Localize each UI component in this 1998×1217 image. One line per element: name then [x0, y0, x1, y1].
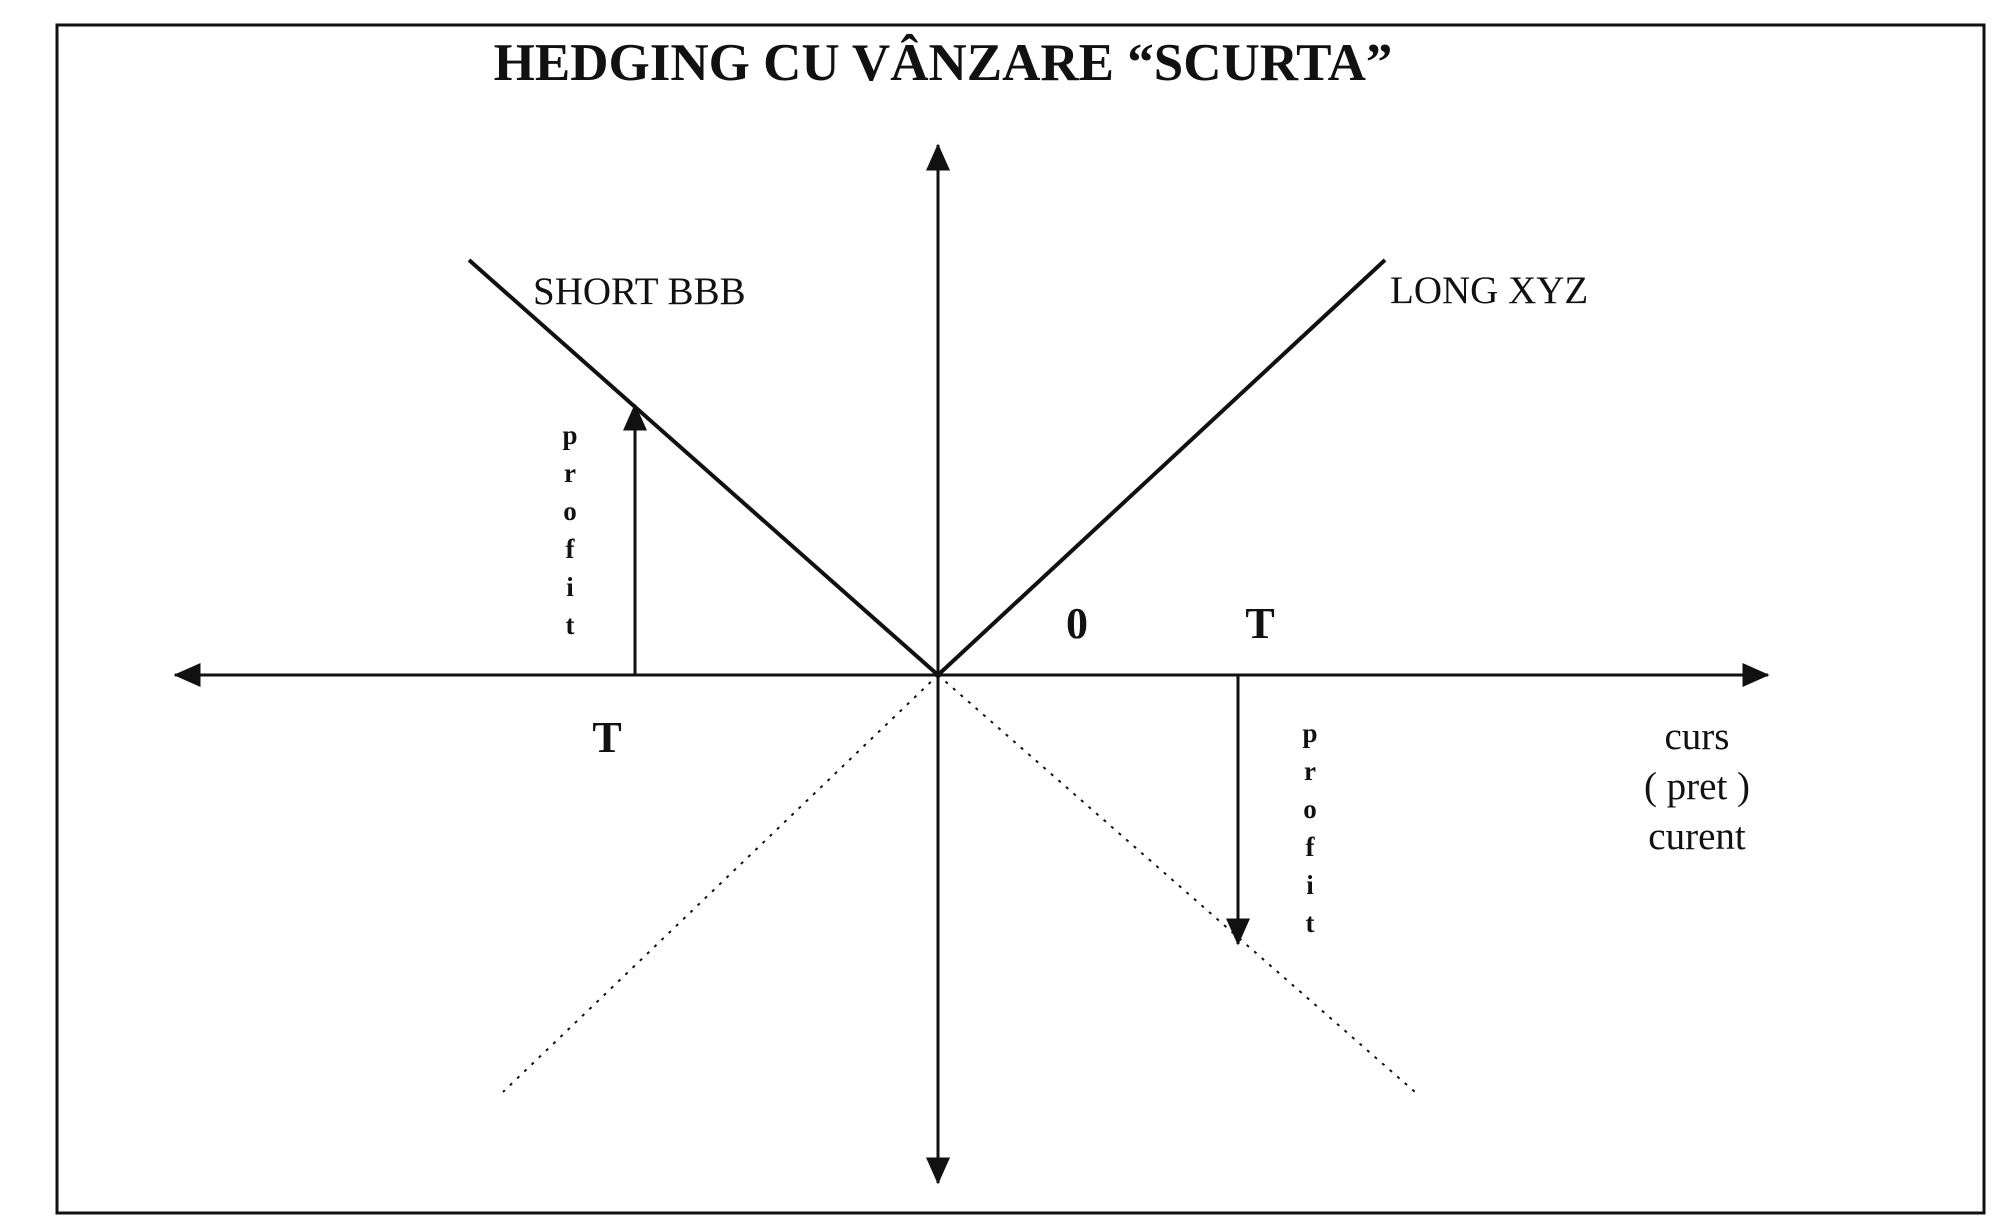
dotted-right-extension — [937, 674, 1416, 1093]
right-profit-label: p r o f i t — [1302, 718, 1317, 938]
diagram-frame — [55, 23, 1986, 1215]
left-profit-letter: o — [563, 496, 577, 526]
x-axis-label-line2: ( pret ) — [1644, 765, 1750, 808]
long-xyz-label: LONG XYZ — [1390, 269, 1588, 312]
left-profit-letter: i — [566, 572, 574, 602]
right-profit-letter: p — [1302, 718, 1317, 748]
right-profit-letter: i — [1306, 870, 1314, 900]
right-profit-letter: f — [1306, 832, 1316, 862]
dotted-left-extension — [502, 674, 939, 1093]
right-profit-letter: o — [1303, 794, 1317, 824]
right-profit-letter: r — [1304, 756, 1316, 786]
diagram-title: HEDGING CU VÂNZARE “SCURTA” — [494, 34, 1393, 92]
x-axis-label-line3: curent — [1648, 815, 1746, 858]
long-xyz-line — [936, 258, 1387, 677]
left-profit-letter: p — [562, 420, 577, 450]
short-bbb-line — [467, 258, 940, 677]
zero-label: 0 — [1066, 599, 1088, 648]
left-profit-label: p r o f i t — [562, 420, 577, 640]
short-bbb-label: SHORT BBB — [533, 270, 746, 313]
t-lower-label: T — [592, 713, 621, 762]
t-upper-label: T — [1245, 599, 1274, 648]
right-profit-letter: t — [1306, 908, 1315, 938]
left-profit-letter: r — [564, 458, 576, 488]
left-profit-letter: t — [566, 610, 575, 640]
x-axis-label-line1: curs — [1665, 715, 1730, 758]
left-profit-letter: f — [566, 534, 576, 564]
